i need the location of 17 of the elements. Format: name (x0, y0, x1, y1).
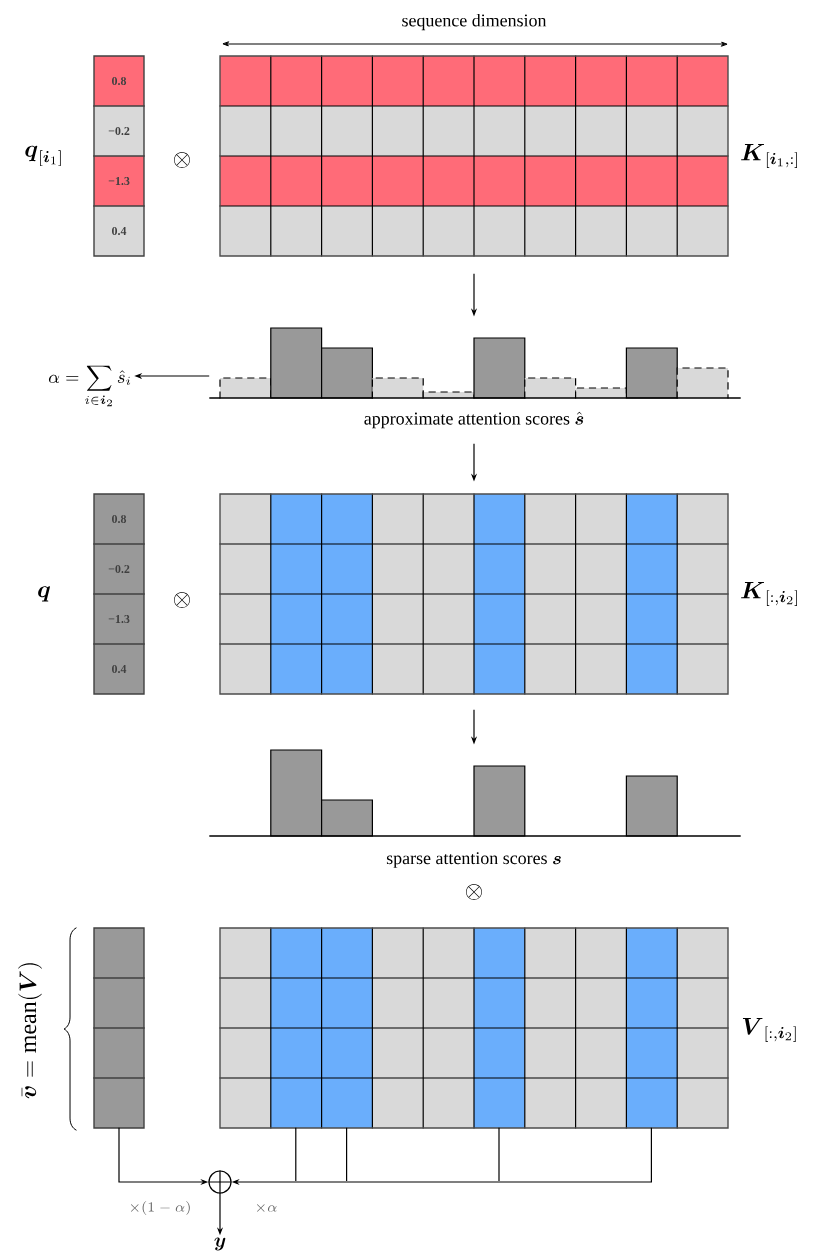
output-label: $\boldsymbol{y}$ (214, 1237, 226, 1251)
operator-symbol: $\otimes$ (466, 884, 482, 900)
sum-circle (208, 1170, 232, 1194)
edge-label: $\times\alpha$ (252, 1200, 280, 1216)
matrix-label: $\boldsymbol{K}_{[\boldsymbol{i}_1,:]}$ (741, 143, 797, 169)
vector-label: $\boldsymbol{q}_{[\boldsymbol{i}_1]}$ (25, 145, 61, 167)
matrix-label: $\boldsymbol{V}_{[:,\boldsymbol{i}_2]}$ (742, 1017, 796, 1043)
axis-label: sequence dimension (402, 13, 547, 31)
operator-symbol: $\otimes$ (174, 592, 190, 608)
matrix-label: $\boldsymbol{K}_{[:,\boldsymbol{i}_2]}$ (741, 581, 797, 607)
edge-label: $\times(1-\alpha)$ (126, 1199, 194, 1217)
operator-symbol: $\otimes$ (174, 152, 190, 168)
chart-caption: $\text{sparse attention scores } \boldsymbol{s}$ (386, 852, 561, 868)
vector-label: $\bar{\boldsymbol{v}} = \mathrm{mean}(\boldsymbol{V})$ (18, 963, 42, 1099)
formula: $\alpha = \sum_{i\in\boldsymbol{i}_2}\hat{s}_i$ (48, 365, 131, 407)
vector-label: $\boldsymbol{q}$ (38, 586, 51, 602)
chart-caption: $\text{approximate attention scores } \hat{\boldsymbol{s}}$ (364, 411, 584, 429)
